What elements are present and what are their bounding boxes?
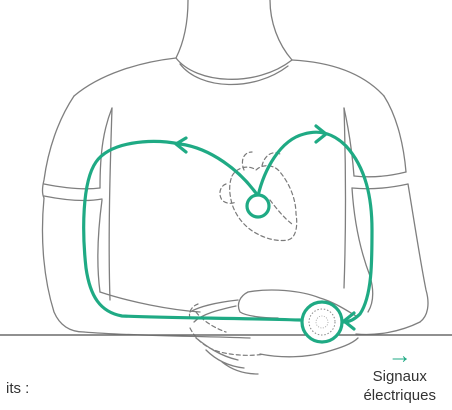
left-arm-outer bbox=[41, 197, 85, 333]
neck-left bbox=[175, 0, 189, 59]
right-arm-outer bbox=[407, 183, 429, 323]
neck-right bbox=[269, 0, 293, 61]
right-sleeve-inner bbox=[343, 107, 355, 177]
heart-node bbox=[245, 193, 271, 219]
right-shoulder bbox=[291, 59, 385, 97]
signal-group bbox=[82, 124, 374, 344]
watch-center bbox=[315, 315, 329, 329]
left-sleeve bbox=[41, 95, 75, 199]
heart-dashed-outline bbox=[229, 165, 298, 242]
left-arm-inner bbox=[97, 199, 103, 293]
signal-arrow-right bbox=[314, 124, 328, 144]
torso-left bbox=[108, 107, 113, 301]
signal-left-loop bbox=[82, 139, 302, 322]
legend-label-line1: Signaux bbox=[372, 368, 427, 385]
shirt-collar-inner bbox=[179, 63, 289, 86]
left-sleeve-cuff bbox=[43, 183, 103, 202]
left-shoulder bbox=[73, 57, 177, 97]
signal-arrow-left bbox=[174, 136, 188, 154]
shirt-collar bbox=[175, 57, 293, 80]
legend-label-line2: électriques bbox=[363, 387, 436, 404]
right-arrow-icon: → bbox=[387, 342, 412, 369]
signal-arrow-wrist bbox=[342, 311, 356, 331]
watch-face bbox=[300, 300, 344, 344]
left-forearm-bottom bbox=[83, 331, 251, 339]
signal-right-loop bbox=[256, 130, 374, 324]
left-fingers bbox=[195, 337, 259, 375]
caption-fragment: its : bbox=[6, 380, 30, 397]
watch-inner-dial bbox=[308, 308, 336, 336]
right-sleeve-cuff bbox=[351, 171, 409, 190]
left-palm bbox=[259, 337, 359, 358]
heart-small-lobe bbox=[219, 183, 237, 204]
right-hand bbox=[247, 289, 357, 317]
left-sleeve-inner bbox=[99, 107, 113, 189]
right-hand-fingers bbox=[189, 299, 239, 323]
torso-right bbox=[343, 107, 347, 289]
right-hand-palm bbox=[237, 291, 279, 319]
signal-legend: → Signaux électriques bbox=[363, 342, 436, 405]
right-sleeve bbox=[383, 95, 407, 173]
